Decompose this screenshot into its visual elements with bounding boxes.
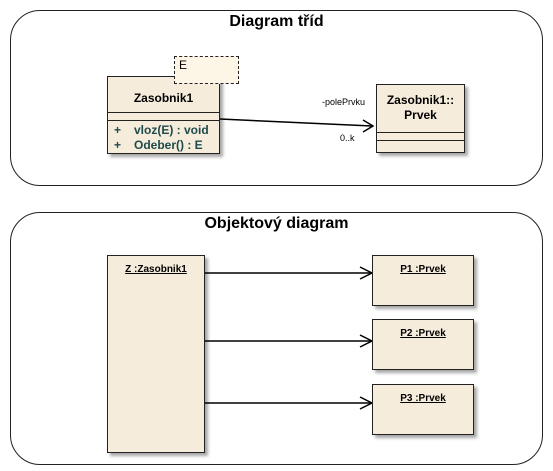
- class-prvek[interactable]: Zasobnik1:: Prvek: [376, 84, 465, 153]
- object-prvek-name: P3 :Prvek: [400, 393, 446, 404]
- class-diagram-title: Diagram tříd: [229, 13, 324, 30]
- association-arrowhead: [362, 119, 375, 133]
- class-zasobnik1-operations: + vloz(E) : void + Odeber() : E: [108, 120, 219, 152]
- class-prvek-name: Zasobnik1:: Prvek: [377, 85, 464, 132]
- object-prvek[interactable]: P3 :Prvek: [372, 384, 474, 435]
- object-prvek-name: P2 :Prvek: [400, 328, 446, 339]
- object-zasobnik-name: Z :Zasobnik1: [125, 264, 187, 275]
- operation-text: Odeber() : E: [134, 137, 203, 152]
- class-zasobnik1[interactable]: Zasobnik1 + vloz(E) : void + Odeber() : …: [107, 76, 220, 154]
- class-prvek-operations: [377, 140, 464, 152]
- object-prvek[interactable]: P1 :Prvek: [372, 255, 474, 306]
- class-zasobnik1-attributes: [108, 112, 219, 120]
- operation-row: + Odeber() : E: [108, 137, 219, 152]
- association-line: [219, 118, 373, 127]
- operation-visibility: +: [114, 122, 122, 137]
- association-multiplicity-label: 0..k: [340, 133, 355, 143]
- operation-text: vloz(E) : void: [134, 122, 209, 137]
- class-prvek-name-line2: Prvek: [404, 108, 437, 122]
- template-parameter[interactable]: E: [174, 56, 239, 84]
- operation-row: + vloz(E) : void: [108, 122, 219, 137]
- object-zasobnik[interactable]: Z :Zasobnik1: [107, 255, 205, 453]
- class-zasobnik1-name: Zasobnik1: [133, 91, 194, 105]
- class-prvek-attributes: [377, 132, 464, 140]
- operation-visibility: +: [114, 137, 122, 152]
- object-prvek-name: P1 :Prvek: [400, 264, 446, 275]
- object-prvek[interactable]: P2 :Prvek: [372, 319, 474, 370]
- association-role-label: -polePrvku: [322, 97, 366, 107]
- class-prvek-name-line1: Zasobnik1::: [386, 93, 455, 107]
- object-diagram-title: Objektový diagram: [204, 215, 349, 232]
